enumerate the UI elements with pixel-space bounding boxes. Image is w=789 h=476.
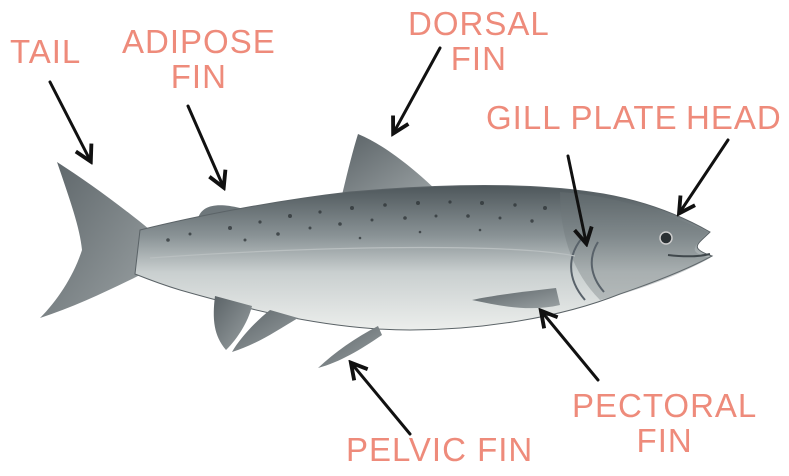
dorsal-fin	[342, 134, 436, 195]
dorsal-fin-label-line-1: DORSAL	[408, 6, 550, 41]
pelvic-fin-label: PELVIC FIN	[346, 432, 533, 467]
gill-plate-label-line: GILL PLATE	[486, 100, 678, 135]
adipose-fin-label-line-1: ADIPOSE	[122, 24, 276, 59]
dorsal-fin-label-line-2: FIN	[408, 41, 550, 76]
tail-fin	[40, 162, 150, 318]
tail-label: TAIL	[10, 34, 81, 69]
adipose-fin-label: ADIPOSE FIN	[122, 24, 276, 94]
head-arrow	[680, 140, 728, 212]
adipose-fin-label-line-2: FIN	[122, 59, 276, 94]
tail-label-line: TAIL	[10, 34, 81, 69]
tail-arrow	[50, 82, 90, 160]
adipose-fin-arrow	[188, 106, 223, 186]
head-label-line: HEAD	[686, 100, 782, 135]
pelvic-fin-arrow	[352, 364, 410, 434]
salmon-illustration	[40, 134, 712, 368]
pectoral-fin-label: PECTORAL FIN	[572, 388, 757, 458]
pectoral-fin-arrow	[542, 312, 598, 380]
pelvic-fin-label-line: PELVIC FIN	[346, 432, 533, 467]
pectoral-fin-label-line-1: PECTORAL	[572, 388, 757, 423]
pectoral-fin-label-line-2: FIN	[572, 423, 757, 458]
gill-plate-label: GILL PLATE	[486, 100, 678, 135]
head-label: HEAD	[686, 100, 782, 135]
eye	[660, 232, 672, 244]
dorsal-fin-label: DORSAL FIN	[408, 6, 550, 76]
pelvic-fin	[318, 326, 382, 368]
